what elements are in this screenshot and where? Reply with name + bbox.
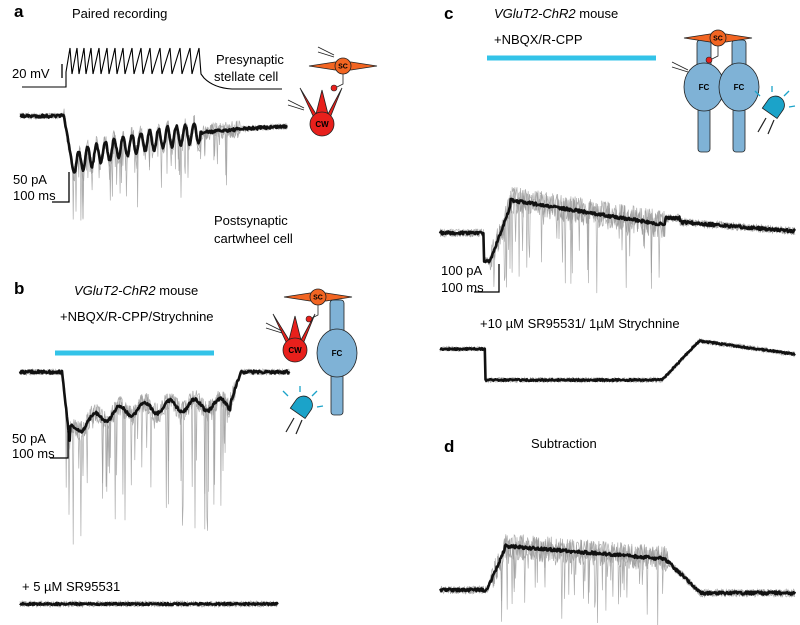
panel-b-led-ray-1 — [311, 390, 318, 397]
panel-a-stellate-cell-axon — [334, 74, 344, 89]
panel-c-current-scale: 100 pA — [441, 263, 483, 278]
panel-b-mouse-line: VGluT2-ChR2 mouse — [74, 283, 198, 298]
panel-b-time-scale: 100 ms — [12, 446, 55, 461]
panel-c-led-leads — [757, 117, 775, 135]
panel-c-fusiform-cell-1-label: FC — [699, 83, 710, 92]
panel-c-mouse-line: VGluT2-ChR2 mouse — [494, 6, 618, 21]
panel-b-stellate-cell: SC — [283, 288, 353, 323]
panel-b-evoked-gray-1 — [19, 368, 290, 530]
panel-a-pre-label-2: stellate cell — [214, 69, 279, 84]
panel-a-pre-pipette — [317, 46, 335, 58]
panel-d-subtraction-mean — [438, 543, 797, 596]
cell-diagrams: SC CW FC SC CW FC FC SC — [265, 29, 796, 435]
panel-b-current-scalebar — [50, 431, 69, 459]
panel-a-time-scale: 100 ms — [13, 188, 56, 203]
panel-b-cartwheel-cell-dendrites — [272, 313, 316, 345]
panel-c-evoked-gray-1 — [439, 187, 796, 289]
panel-a-post-label-1: Postsynaptic — [214, 213, 288, 228]
panel-b-evoked-gray-0 — [19, 367, 290, 545]
panel-c-stellate-cell-axon — [709, 46, 719, 61]
panel-b-cartwheel-cell-soma — [282, 337, 308, 363]
panel-b-fusiform-cell-soma — [316, 328, 358, 378]
panel-a-current-scalebar — [52, 172, 70, 203]
panel-b-stellate-cell-label: SC — [313, 295, 323, 302]
panel-b-blocked-mean — [19, 601, 279, 607]
panel-a-stellate-cell-terminal — [330, 84, 338, 92]
panel-d-letter: d — [444, 437, 455, 456]
panel-c-evoked-gray-2 — [439, 187, 796, 288]
panel-c-led-bulb — [761, 95, 785, 119]
panel-b-bottom-label: + 5 µM SR95531 — [22, 579, 121, 594]
panel-b-led-bulb — [289, 395, 313, 419]
panel-b-cartwheel-cell-label: CW — [288, 346, 302, 355]
panel-b-fusiform-cell: FC — [316, 299, 358, 416]
panel-a-stellate-cell-label: SC — [338, 64, 348, 71]
panel-a-pre-label-1: Presynaptic — [216, 52, 284, 67]
panel-a-stellate-cell: SC — [308, 57, 378, 92]
panel-c-led-ray-3 — [788, 105, 796, 108]
panel-c-condition: +NBQX/R-CPP — [494, 32, 583, 47]
panel-a-letter: a — [14, 2, 24, 21]
panel-d-title: Subtraction — [531, 436, 597, 451]
panel-b-pipette — [265, 322, 283, 334]
panel-c-mouse-genotype: VGluT2-ChR2 — [494, 6, 576, 21]
panel-b-cartwheel-cell: CW — [272, 313, 316, 363]
panel-b-letter: b — [14, 279, 25, 298]
light-stimulus-bars — [55, 55, 656, 356]
panel-c-blocked-gray-2 — [439, 338, 796, 384]
panel-a-cartwheel-cell-label: CW — [315, 120, 329, 129]
panel-a-title: Paired recording — [72, 6, 168, 21]
panel-c-time-scale: 100 ms — [441, 280, 484, 295]
panel-a-postsynaptic-gray-1 — [19, 108, 288, 221]
panel-a-voltage-scale: 20 mV — [12, 66, 50, 81]
panel-c-fusiform-cell-2-label: FC — [734, 83, 745, 92]
panel-c-current-scalebar — [474, 264, 500, 293]
panel-a-current-scale: 50 pA — [13, 172, 47, 187]
panel-c-fusiform-cell-2-soma — [718, 62, 760, 112]
panel-b-current-scale: 50 pA — [12, 431, 46, 446]
trace-layer — [18, 47, 797, 625]
panel-b-evoked-gray-2 — [19, 368, 290, 529]
panel-b-mouse-genotype: VGluT2-ChR2 — [74, 283, 156, 298]
panel-b-led — [282, 386, 324, 435]
panel-c-fusiform-cell-1: FC — [683, 39, 725, 153]
panel-b-condition: +NBQX/R-CPP/Strychnine — [60, 309, 214, 324]
panel-a-cartwheel-cell-soma — [309, 111, 335, 137]
panel-b-led-ray-3 — [316, 405, 324, 408]
panel-a-cartwheel-cell: CW — [299, 87, 343, 137]
panel-c-blocked-mean — [439, 339, 796, 383]
panel-c-stellate-cell-terminal — [705, 56, 713, 64]
panel-c-stellate-cell: SC — [683, 29, 753, 64]
panel-c-led — [754, 86, 796, 135]
panel-b-fusiform-cell-label: FC — [332, 349, 343, 358]
panel-b-led-ray-2 — [282, 390, 289, 397]
panel-c-stellate-cell-label: SC — [713, 36, 723, 43]
panel-b-evoked-mean — [18, 369, 291, 442]
panel-c-letter: c — [444, 4, 454, 23]
panel-c-evoked-mean — [438, 197, 797, 264]
panel-a-presynaptic-trace — [22, 47, 282, 90]
panel-a-post-pipette — [287, 99, 305, 111]
panel-b-led-leads — [285, 417, 303, 435]
panel-c-bottom-label: +10 µM SR95531/ 1µM Strychnine — [480, 316, 680, 331]
panel-c-pipette — [671, 61, 689, 73]
panel-c-led-ray-1 — [783, 90, 790, 97]
panel-a-post-label-2: cartwheel cell — [214, 231, 293, 246]
panel-c-mouse-suffix: mouse — [575, 6, 619, 21]
panel-c-led-ray-2 — [754, 90, 761, 97]
panel-a-cartwheel-cell-dendrites — [299, 87, 343, 119]
panel-b-mouse-suffix: mouse — [155, 283, 199, 298]
panel-c-fusiform-cell-2: FC — [718, 39, 760, 153]
panel-a-postsynaptic-mean — [19, 113, 288, 174]
scale-bars — [50, 64, 500, 459]
